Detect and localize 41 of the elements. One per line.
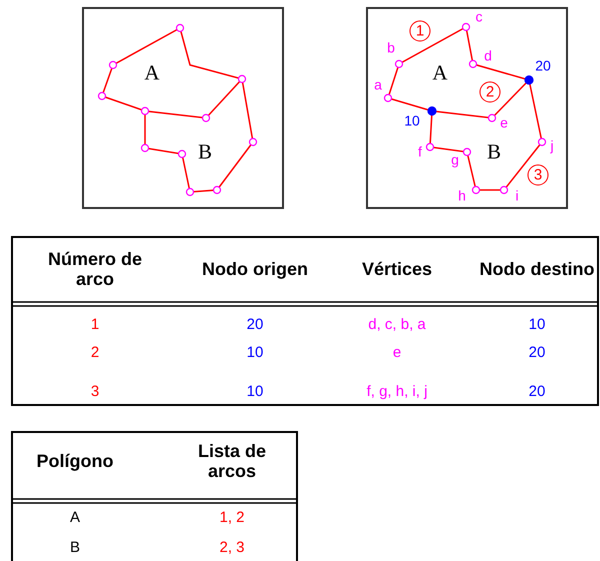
polygon-label: A: [144, 61, 160, 85]
vertex-label: e: [500, 115, 508, 131]
column-header: Nodo origen: [201, 260, 309, 280]
table-cell: 20: [528, 384, 546, 400]
vertex-label: a: [374, 77, 382, 93]
column-header: Nodo destino: [478, 260, 596, 280]
table-cell: 10: [246, 384, 264, 400]
vertex-label: g: [451, 152, 459, 168]
column-header: Vértices: [360, 260, 434, 280]
vertex-label: c: [476, 9, 482, 25]
vertex-label: d: [484, 48, 492, 64]
table-cell: 1: [90, 316, 100, 334]
polygon-label: A: [432, 61, 448, 85]
vertex-label: f: [418, 144, 422, 160]
polygon-label: B: [487, 140, 501, 164]
node-label: 10: [404, 113, 420, 129]
node-label: 20: [535, 58, 551, 74]
table-cell: 2: [90, 344, 100, 362]
table-cell: 10: [528, 316, 546, 334]
vertex-label: b: [387, 40, 395, 56]
table-cell: d, c, b, a: [368, 316, 426, 334]
table-cell: B: [70, 540, 80, 556]
table-cell: 2, 3: [219, 540, 245, 556]
table-cell: 3: [90, 384, 100, 400]
vertex-label: i: [515, 188, 519, 204]
table-cell: 1, 2: [219, 510, 245, 526]
vertex-label: h: [458, 188, 466, 204]
arc-number: 3: [528, 164, 548, 186]
table-cell: e: [392, 344, 402, 362]
column-header: Polígono: [36, 452, 114, 472]
table-cell: 20: [246, 316, 264, 334]
table-cell: A: [70, 510, 80, 526]
table-cell: f, g, h, i, j: [366, 384, 428, 400]
vertex-label: j: [550, 138, 554, 154]
arc-number: 1: [410, 20, 430, 42]
arc-number: 2: [480, 82, 500, 102]
table-cell: 10: [246, 344, 264, 362]
column-header: Número de arco: [46, 250, 144, 290]
table-cell: 20: [528, 344, 546, 362]
column-header: Lista de arcos: [196, 442, 268, 482]
polygon-label: B: [198, 140, 212, 164]
